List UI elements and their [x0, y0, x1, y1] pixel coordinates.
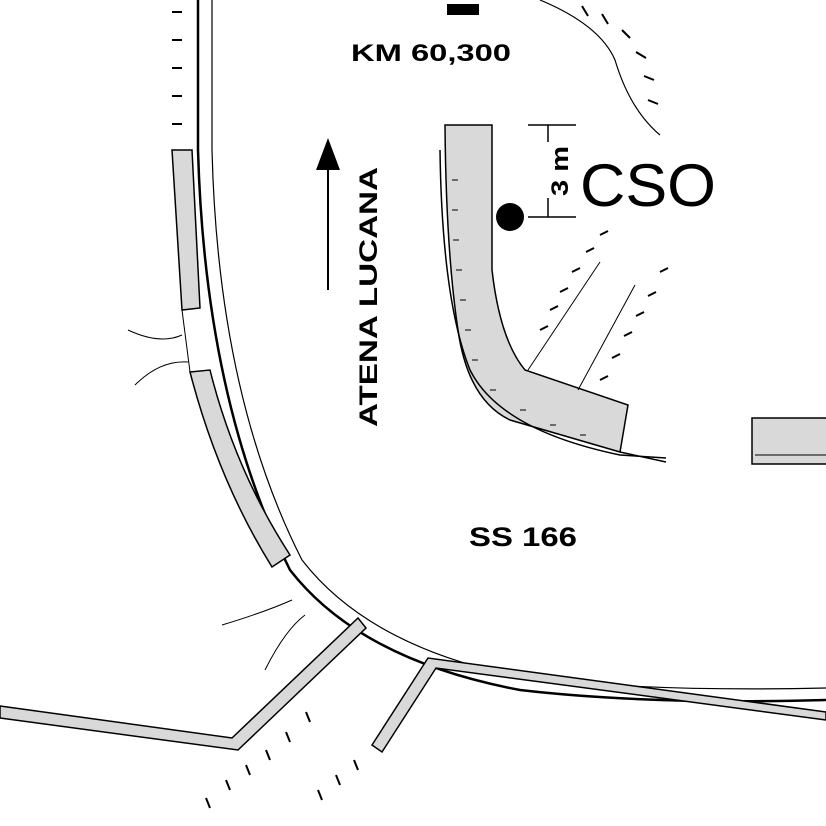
road-strip-center	[444, 124, 629, 453]
distance-label: 3 m	[547, 146, 574, 196]
embankment-ticks-top	[581, 5, 659, 105]
arrow-up-icon	[316, 138, 340, 290]
gap-line	[181, 309, 191, 373]
embankment-ticks-left	[172, 11, 182, 125]
branch-road-left	[0, 616, 368, 751]
km-marker-label: KM 60,300	[351, 40, 511, 67]
station-marker-icon	[496, 203, 524, 231]
slope-line-2	[577, 284, 636, 391]
distance-dimension	[528, 124, 576, 218]
road-edge-left-inner	[211, 0, 826, 690]
embankment-ticks-bottom	[205, 711, 359, 809]
branch-road-right	[370, 657, 826, 754]
slope-arc-3	[221, 599, 293, 626]
slope-arc-1	[127, 329, 183, 340]
road-strip-left-lower	[189, 369, 292, 569]
direction-town-label: ATENA LUCANA	[355, 167, 383, 427]
road-edge-top-right	[539, 0, 661, 136]
slope-arc-4	[264, 614, 306, 671]
slope-line-1	[527, 261, 601, 371]
km-marker-bar-icon	[447, 4, 479, 15]
road-name-label: SS 166	[469, 522, 577, 552]
embankment-ticks-center	[452, 179, 586, 436]
station-name-label: CSO	[580, 152, 716, 219]
road-edge-center-2	[619, 451, 667, 463]
slope-arc-2	[134, 361, 189, 386]
embankment-ticks-bend	[539, 230, 669, 381]
road-strip-left-upper	[171, 149, 201, 311]
road-edge-center	[439, 149, 667, 459]
road-strip-right	[751, 417, 826, 465]
